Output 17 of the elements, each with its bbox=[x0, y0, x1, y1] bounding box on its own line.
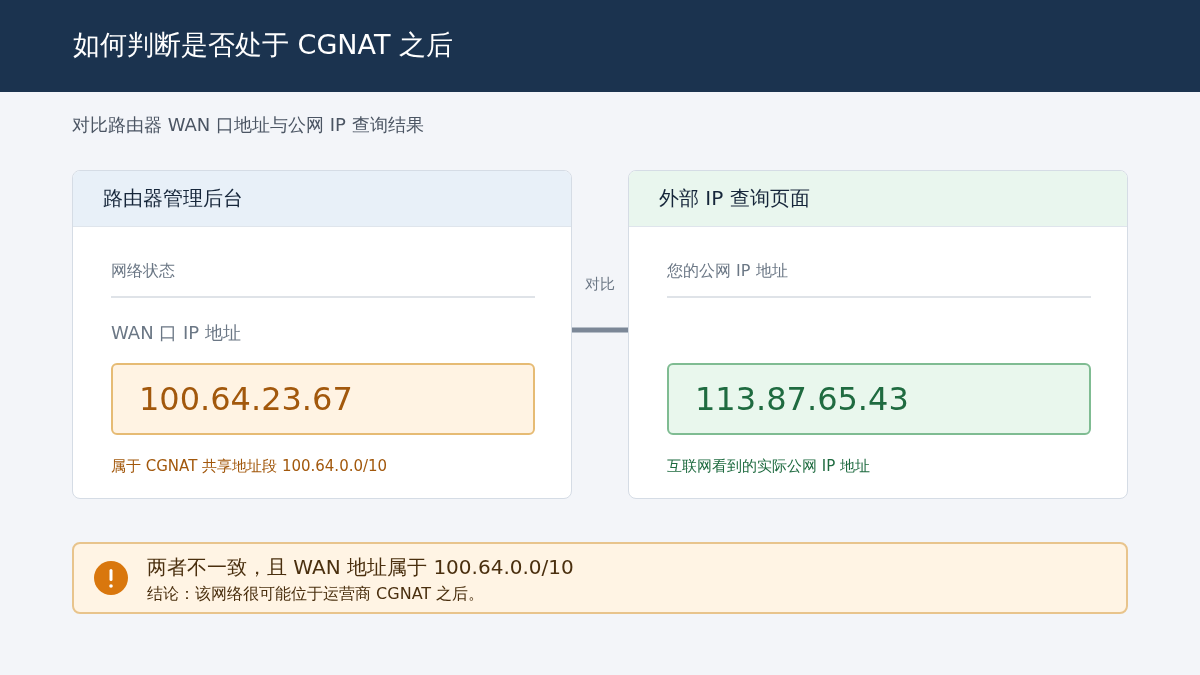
panel-card bbox=[72, 170, 572, 499]
card-header: 路由器管理后台 bbox=[73, 171, 571, 227]
ip-value-box: 100.64.23.67 bbox=[111, 363, 535, 435]
field-label: WAN 口 IP 地址 bbox=[111, 321, 241, 345]
ip-value-box: 113.87.65.43 bbox=[667, 363, 1091, 435]
section-heading: 您的公网 IP 地址 bbox=[667, 260, 788, 282]
section-heading: 网络状态 bbox=[111, 260, 175, 282]
warning-text: 结论：该网络很可能位于运营商 CGNAT 之后。 bbox=[147, 583, 485, 605]
panel-card bbox=[628, 170, 1128, 499]
card-header: 外部 IP 查询页面 bbox=[629, 171, 1127, 227]
page-title: 如何判断是否处于 CGNAT 之后 bbox=[73, 28, 453, 62]
warning-banner bbox=[72, 542, 1128, 614]
subtitle: 对比路由器 WAN 口地址与公网 IP 查询结果 bbox=[72, 113, 424, 137]
connector-line bbox=[572, 327, 628, 333]
caption-text: 属于 CGNAT 共享地址段 100.64.0.0/10 bbox=[111, 456, 388, 477]
caption-text: 互联网看到的实际公网 IP 地址 bbox=[667, 456, 870, 477]
warning-heading: 两者不一致，且 WAN 地址属于 100.64.0.0/10 bbox=[147, 554, 574, 581]
